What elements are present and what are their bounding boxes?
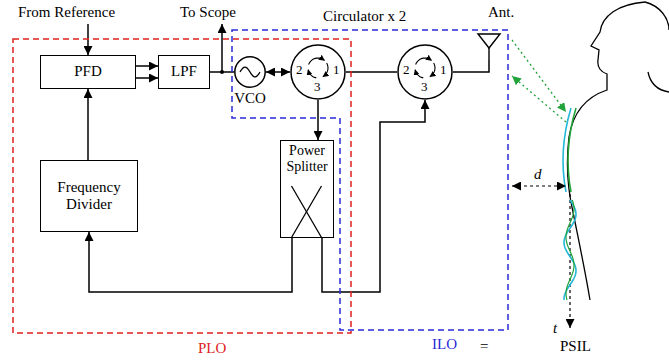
port-number: 2	[296, 63, 303, 78]
body-silhouette	[567, 2, 669, 300]
port-number: 1	[440, 63, 447, 78]
head-back-outline	[645, 2, 669, 30]
ilo-region-outline	[232, 30, 508, 330]
connector-line	[453, 60, 489, 72]
port-number: 2	[403, 63, 410, 78]
signal-connector	[266, 72, 290, 73]
node-label: Power Splitter	[285, 143, 329, 175]
antenna-symbol: Ant.	[466, 10, 512, 60]
vco-symbol-outline	[234, 56, 266, 88]
equation-sign: =	[480, 338, 488, 355]
signal-connector	[89, 232, 292, 292]
pfd-box: PFD	[40, 55, 136, 89]
signal-connector	[346, 72, 397, 73]
chest-surface-green	[568, 108, 576, 192]
connector-line	[346, 71, 397, 73]
transmit-wave	[512, 40, 566, 112]
neck-back-outline	[648, 72, 669, 92]
lpf-box: LPF	[158, 55, 210, 89]
vco-symbol: VCO	[234, 56, 266, 88]
connector-line	[136, 65, 158, 67]
system-label: PSIL	[560, 338, 591, 355]
node-label: Frequency Divider	[45, 179, 133, 214]
connector-line	[87, 89, 89, 160]
signal-connector	[322, 100, 425, 292]
signal-connector	[453, 60, 489, 72]
motion-wave-cyan	[564, 200, 576, 300]
body-front-outline	[567, 2, 645, 300]
connector-line	[317, 100, 319, 140]
signal-connector	[136, 66, 158, 78]
node-label: Ant.	[488, 4, 514, 21]
port-number: 1	[333, 63, 340, 78]
connector-line	[266, 71, 290, 73]
motion-wave-green	[566, 200, 574, 300]
node-label: LPF	[171, 63, 197, 80]
connector-line	[136, 77, 158, 79]
node-label: VCO	[234, 90, 266, 107]
region-label: ILO	[432, 336, 457, 353]
part-label: Circulator x 2	[323, 8, 406, 25]
connector-line	[89, 232, 292, 292]
port-number: 3	[421, 80, 428, 95]
circulator-symbol: 2 13	[397, 44, 453, 100]
signal-connector	[210, 72, 234, 73]
axis-label: t	[553, 320, 557, 337]
frequency-divider-box: Frequency Divider	[40, 160, 138, 232]
circulator-symbol: 2 13	[290, 44, 346, 100]
node-label: PFD	[74, 63, 102, 80]
distance-dimension	[512, 185, 566, 186]
ilo-region: ILO	[232, 30, 508, 330]
port-number: 3	[314, 80, 321, 95]
dimension-label: d	[534, 166, 542, 183]
signal-label: From Reference	[18, 4, 115, 21]
connector-line	[322, 100, 425, 292]
power-splitter-box: Power Splitter	[280, 140, 334, 238]
time-axis	[569, 194, 570, 328]
scope-arrow	[221, 24, 223, 72]
signal-connector	[88, 89, 89, 160]
connector-line	[210, 71, 234, 73]
signal-connector	[318, 100, 319, 140]
reflected-wave	[512, 76, 566, 122]
signal-label: To Scope	[180, 4, 236, 21]
region-label: PLO	[198, 340, 226, 357]
